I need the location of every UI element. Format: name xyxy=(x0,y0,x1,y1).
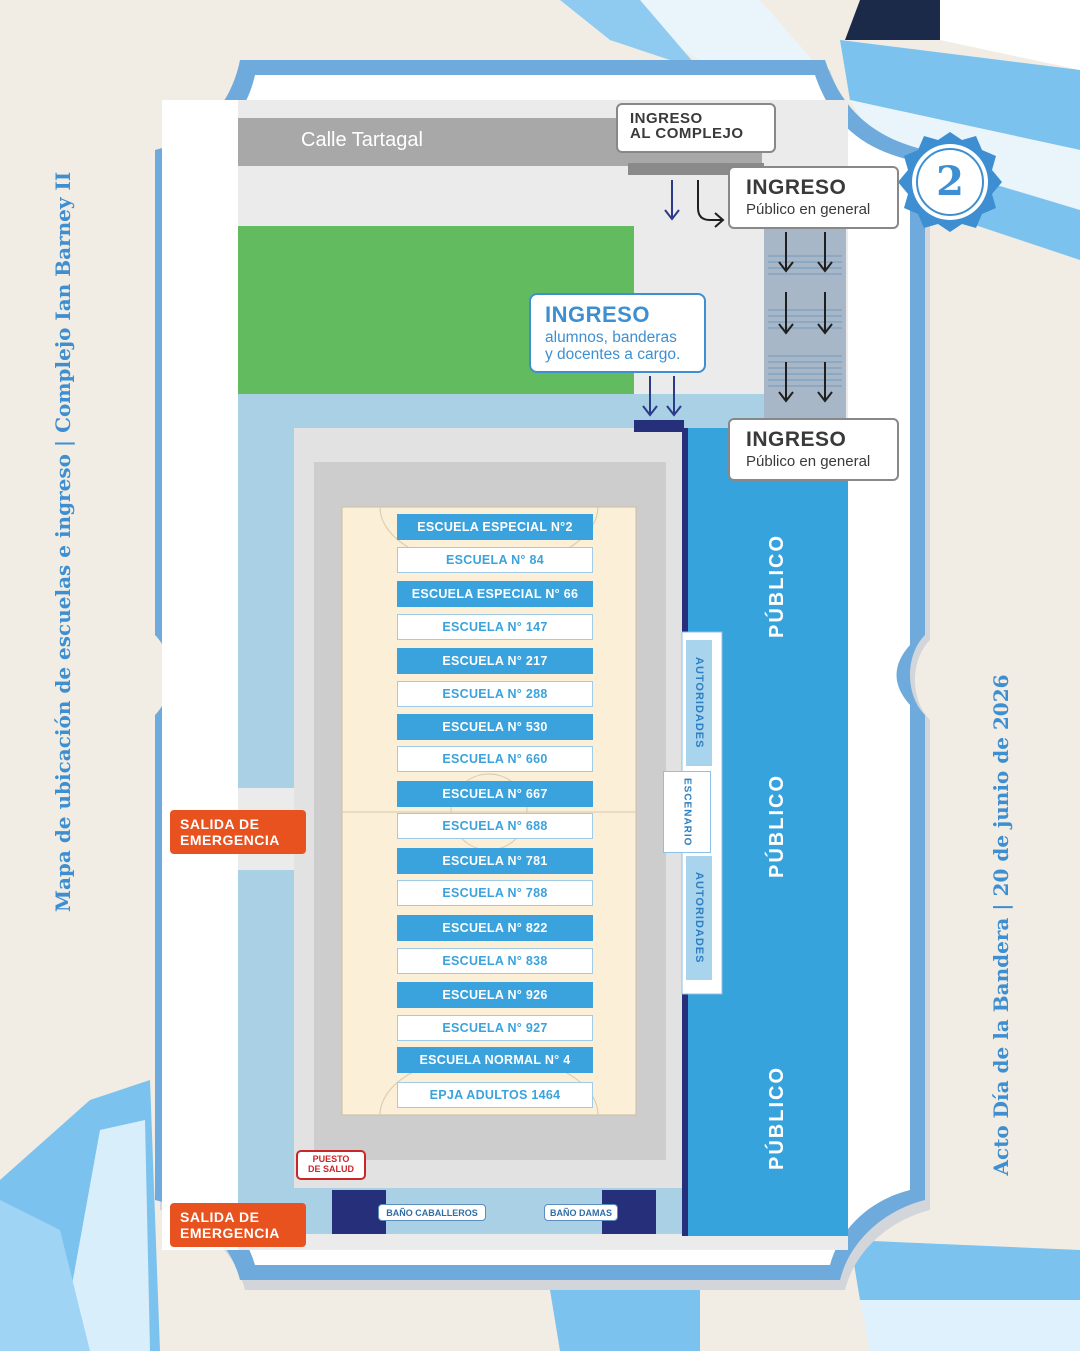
school-row: ESCUELA N° 660 xyxy=(397,746,593,772)
restroom-men: BAÑO CABALLEROS xyxy=(378,1204,486,1221)
emergency-exit-1-line2: EMERGENCIA xyxy=(180,832,280,849)
complex-entry-arrows xyxy=(664,180,725,228)
emergency-exit-2: SALIDA DE EMERGENCIA xyxy=(170,1203,306,1247)
student-entrance-box: INGRESO alumnos, banderas y docentes a c… xyxy=(529,293,706,373)
public-entrance-bottom: INGRESO Público en general xyxy=(728,418,899,481)
left-side-title-text: Mapa de ubicación de escuelas e ingreso … xyxy=(51,171,75,913)
student-entrance-title: INGRESO xyxy=(545,302,650,327)
authorities-area-1: AUTORIDADES xyxy=(686,640,712,766)
school-row: ESCUELA N° 147 xyxy=(397,614,593,640)
health-post: PUESTO DE SALUD xyxy=(296,1150,366,1180)
school-row: ESCUELA N° 217 xyxy=(397,648,593,674)
public-entrance-top-title: INGRESO xyxy=(746,176,847,199)
student-entry-arrows xyxy=(642,376,682,417)
public-flow-arrows xyxy=(778,232,833,403)
public-entrance-bottom-subtitle: Público en general xyxy=(746,453,871,470)
school-row: ESCUELA N° 788 xyxy=(397,880,593,906)
public-entrance-bottom-title: INGRESO xyxy=(746,428,847,451)
restroom-block-left xyxy=(332,1190,386,1234)
school-row: ESCUELA N° 688 xyxy=(397,813,593,839)
health-post-line1: PUESTO xyxy=(312,1154,350,1164)
student-entrance-line1: alumnos, banderas xyxy=(545,329,677,346)
school-row: ESCUELA N° 781 xyxy=(397,848,593,874)
restroom-women: BAÑO DAMAS xyxy=(544,1204,618,1221)
emergency-exit-2-line1: SALIDA DE xyxy=(180,1209,260,1225)
public-entrance-top-subtitle: Público en general xyxy=(746,201,871,218)
authorities-area-2: AUTORIDADES xyxy=(686,856,712,980)
complex-entrance-line1: INGRESO xyxy=(630,110,703,127)
right-side-title-text: Acto Día de la Bandera | 20 de junio de … xyxy=(989,674,1013,1176)
public-label-2: PÚBLICO xyxy=(766,774,788,878)
school-row: ESCUELA N° 926 xyxy=(397,982,593,1008)
student-gate xyxy=(634,420,684,432)
badge-number: 2 xyxy=(936,158,964,205)
student-entrance-line2: y docentes a cargo. xyxy=(545,346,681,364)
public-label-3: PÚBLICO xyxy=(766,1066,788,1170)
flag-ribbon-bottom-left xyxy=(0,1080,160,1351)
school-row: EPJA ADULTOS 1464 xyxy=(397,1082,593,1108)
emergency-exit-1-line1: SALIDA DE xyxy=(180,816,260,832)
complex-entrance-line2: AL COMPLEJO xyxy=(630,125,744,142)
basketball-court xyxy=(341,506,637,1116)
number-badge xyxy=(898,132,1002,232)
left-side-title: Mapa de ubicación de escuelas e ingreso … xyxy=(51,172,75,912)
school-row: ESCUELA ESPECIAL N°2 xyxy=(397,514,593,540)
school-row: ESCUELA N° 927 xyxy=(397,1015,593,1041)
school-row: ESCUELA N° 667 xyxy=(397,781,593,807)
school-row: ESCUELA NORMAL N° 4 xyxy=(397,1047,593,1073)
school-row: ESCUELA N° 838 xyxy=(397,948,593,974)
stage-area: ESCENARIO xyxy=(663,771,711,853)
public-label-1: PÚBLICO xyxy=(766,534,788,638)
right-side-title: Acto Día de la Bandera | 20 de junio de … xyxy=(989,674,1013,1175)
school-row: ESCUELA N° 822 xyxy=(397,915,593,941)
school-row: ESCUELA N° 288 xyxy=(397,681,593,707)
school-row: ESCUELA ESPECIAL N° 66 xyxy=(397,581,593,607)
school-row: ESCUELA N° 530 xyxy=(397,714,593,740)
emergency-exit-1: SALIDA DE EMERGENCIA xyxy=(170,810,306,854)
complex-entrance-box: INGRESO AL COMPLEJO xyxy=(616,103,776,153)
health-post-line2: DE SALUD xyxy=(307,1163,354,1174)
public-entrance-top: INGRESO Público en general xyxy=(728,166,899,229)
street-name: Calle Tartagal xyxy=(301,129,423,151)
school-row: ESCUELA N° 84 xyxy=(397,547,593,573)
emergency-exit-2-line2: EMERGENCIA xyxy=(180,1225,280,1242)
flag-ribbon-bottom xyxy=(550,1240,1080,1351)
